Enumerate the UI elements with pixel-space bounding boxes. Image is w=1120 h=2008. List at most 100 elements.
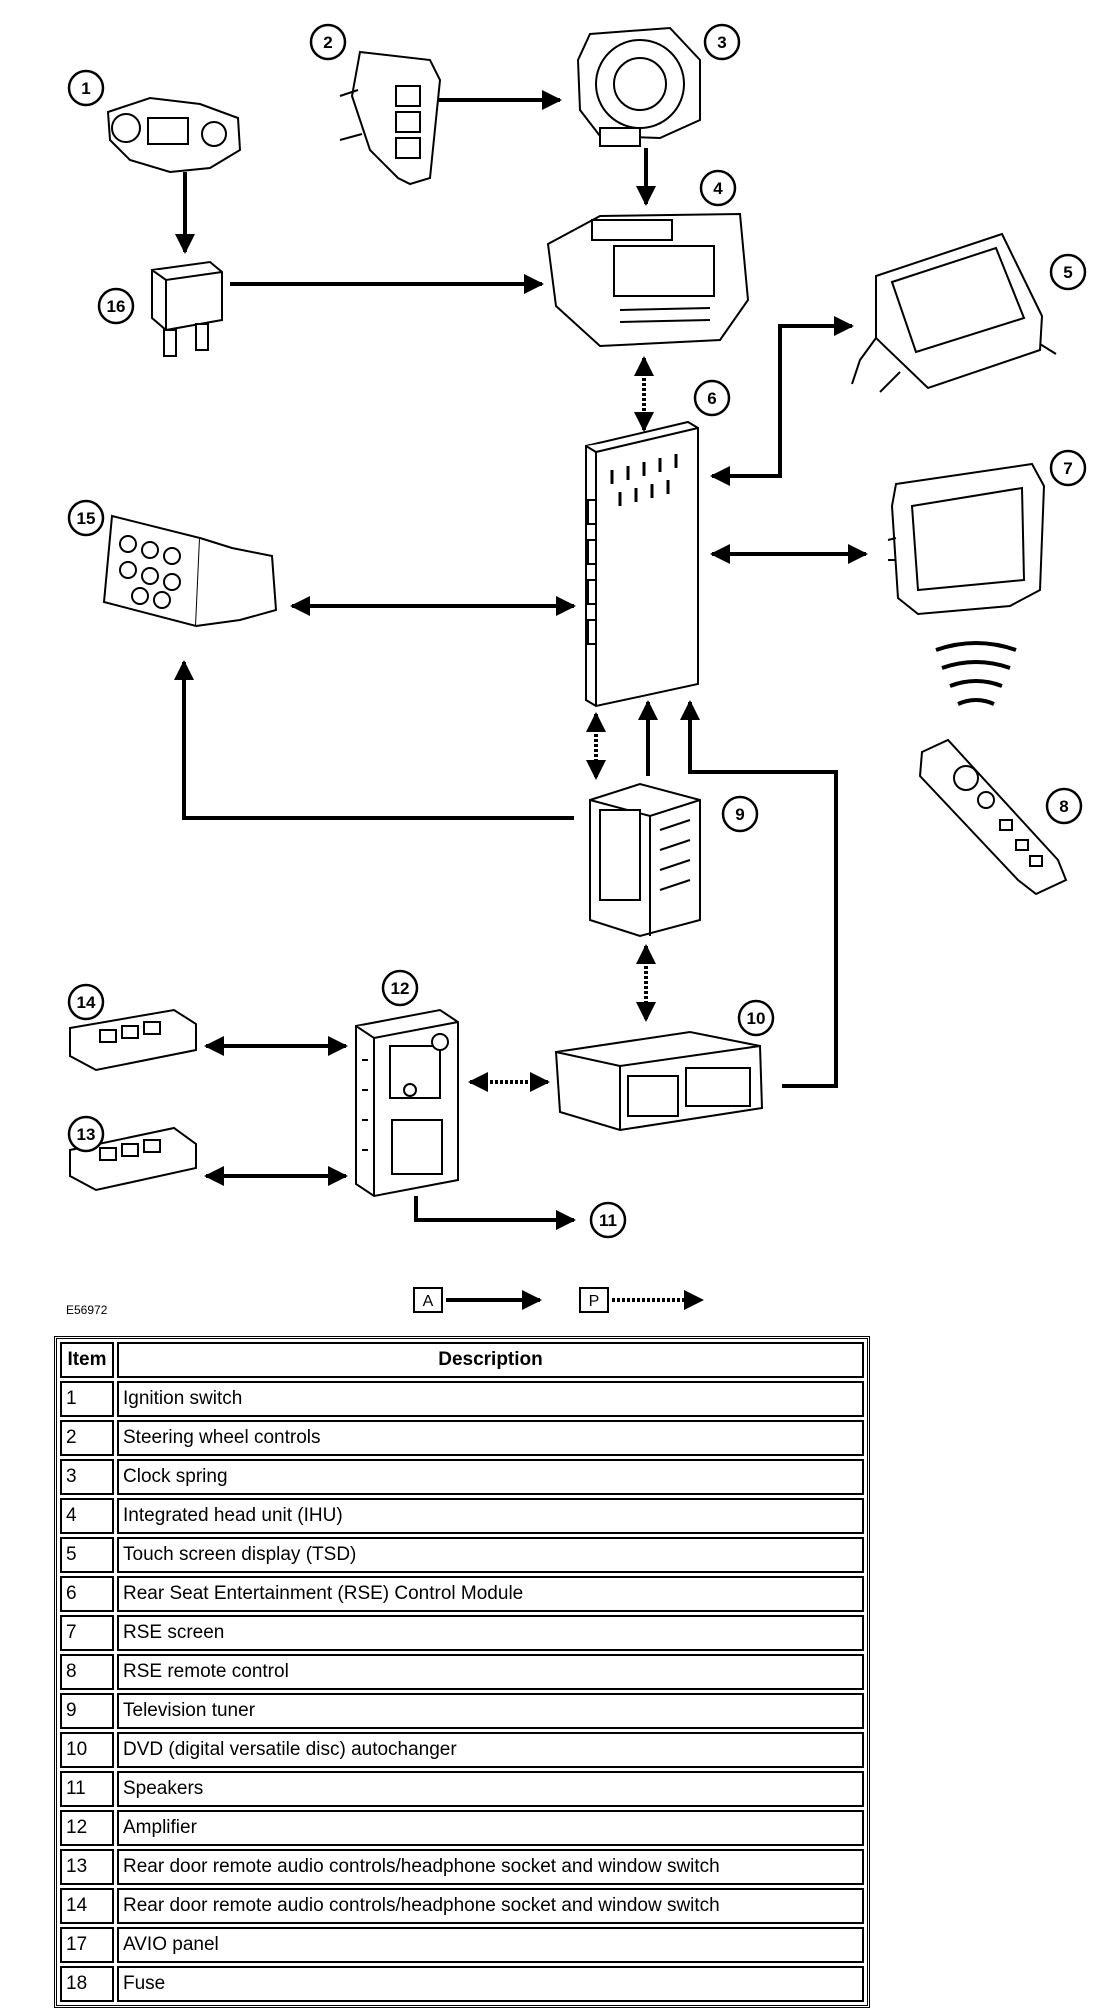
callout-6-label: 6: [707, 389, 716, 408]
table-cell-description: Ignition switch: [117, 1381, 864, 1417]
rse-control-module-drawing: [585, 420, 699, 708]
callout-6: [693, 379, 731, 417]
callout-9: [721, 795, 759, 833]
table-cell-description: DVD (digital versatile disc) autochanger: [117, 1732, 864, 1768]
rse-screen-drawing: [887, 462, 1046, 616]
arrow-10-to-6: [680, 700, 838, 1088]
solid-connections: [174, 90, 868, 1230]
fuse-drawing: [151, 260, 223, 357]
callout-3-label: 3: [717, 33, 726, 52]
table-cell-item: 5: [60, 1537, 114, 1573]
callout-7-label: 7: [1063, 459, 1072, 478]
callout-10-label: 10: [747, 1009, 766, 1028]
callout-11: [589, 1201, 627, 1239]
callout-8-label: 8: [1059, 797, 1068, 816]
table-cell-description: RSE remote control: [117, 1654, 864, 1690]
table-cell-item: 10: [60, 1732, 114, 1768]
callout-13-label: 13: [77, 1125, 96, 1144]
touch-screen-display-drawing: [851, 232, 1057, 393]
callout-14: [67, 983, 105, 1021]
callout-15-label: 15: [77, 509, 96, 528]
callout-9-label: 9: [735, 805, 744, 824]
table-cell-description: Integrated head unit (IHU): [117, 1498, 864, 1534]
television-tuner-drawing: [589, 782, 701, 938]
callout-10: [737, 999, 775, 1037]
callout-8: [1045, 787, 1083, 825]
steering-wheel-controls-drawing: [339, 50, 442, 186]
description-column-header: Description: [117, 1342, 864, 1378]
table-cell-item: 1: [60, 1381, 114, 1417]
arrow-9-to-15: [174, 660, 574, 820]
table-cell-item: 3: [60, 1459, 114, 1495]
table-cell-item: 13: [60, 1849, 114, 1885]
callout-12-label: 12: [391, 979, 410, 998]
integrated-head-unit-drawing: [546, 212, 750, 348]
item-column-header: Item: [60, 1342, 114, 1378]
amplifier-drawing: [355, 1008, 459, 1198]
callout-15: [67, 499, 105, 537]
table-cell-description: Touch screen display (TSD): [117, 1537, 864, 1573]
table-cell-description: RSE screen: [117, 1615, 864, 1651]
table-header-row: Item Description: [60, 1342, 864, 1378]
table-cell-item: 12: [60, 1810, 114, 1846]
dvd-autochanger-drawing: [554, 1030, 764, 1132]
table-cell-description: Television tuner: [117, 1693, 864, 1729]
rear-door-controls-14-drawing: [69, 1008, 197, 1072]
callout-12: [381, 969, 419, 1007]
callout-2-label: 2: [323, 33, 332, 52]
table-cell-item: 17: [60, 1927, 114, 1963]
table-cell-item: 2: [60, 1420, 114, 1456]
callout-5-label: 5: [1063, 263, 1072, 282]
callout-7: [1049, 449, 1087, 487]
callout-1-label: 1: [81, 79, 90, 98]
table-cell-item: 6: [60, 1576, 114, 1612]
callout-13: [67, 1115, 105, 1153]
table-cell-description: Clock spring: [117, 1459, 864, 1495]
table-cell-description: Amplifier: [117, 1810, 864, 1846]
wireless-signal-icon: [935, 641, 1017, 706]
table-cell-item: 7: [60, 1615, 114, 1651]
callout-2: [309, 23, 347, 61]
legend-a-label: A: [423, 1293, 434, 1310]
clock-spring-drawing: [576, 26, 701, 147]
table-cell-item: 18: [60, 1966, 114, 2002]
figure-code: E56972: [66, 1303, 108, 1317]
table-cell-description: Speakers: [117, 1771, 864, 1807]
table-cell-item: 11: [60, 1771, 114, 1807]
callout-5: [1049, 253, 1087, 291]
callout-16-label: 16: [107, 297, 126, 316]
rse-remote-control-drawing: [918, 738, 1068, 896]
table-cell-description: Rear door remote audio controls/headphon…: [117, 1849, 864, 1885]
table-cell-item: 8: [60, 1654, 114, 1690]
callout-14-label: 14: [77, 993, 96, 1012]
table-cell-description: Fuse: [117, 1966, 864, 2002]
table-cell-item: 4: [60, 1498, 114, 1534]
table-cell-item: 9: [60, 1693, 114, 1729]
avio-panel-drawing: [102, 514, 278, 628]
callout-1: [67, 69, 105, 107]
dotted-connections: [468, 356, 656, 1092]
callout-3: [703, 23, 741, 61]
table-cell-description: Rear Seat Entertainment (RSE) Control Mo…: [117, 1576, 864, 1612]
callout-11-label: 11: [599, 1211, 617, 1230]
arrow-6-to-5: [710, 316, 854, 486]
callout-16: [97, 287, 135, 325]
table-cell-item: 14: [60, 1888, 114, 1924]
